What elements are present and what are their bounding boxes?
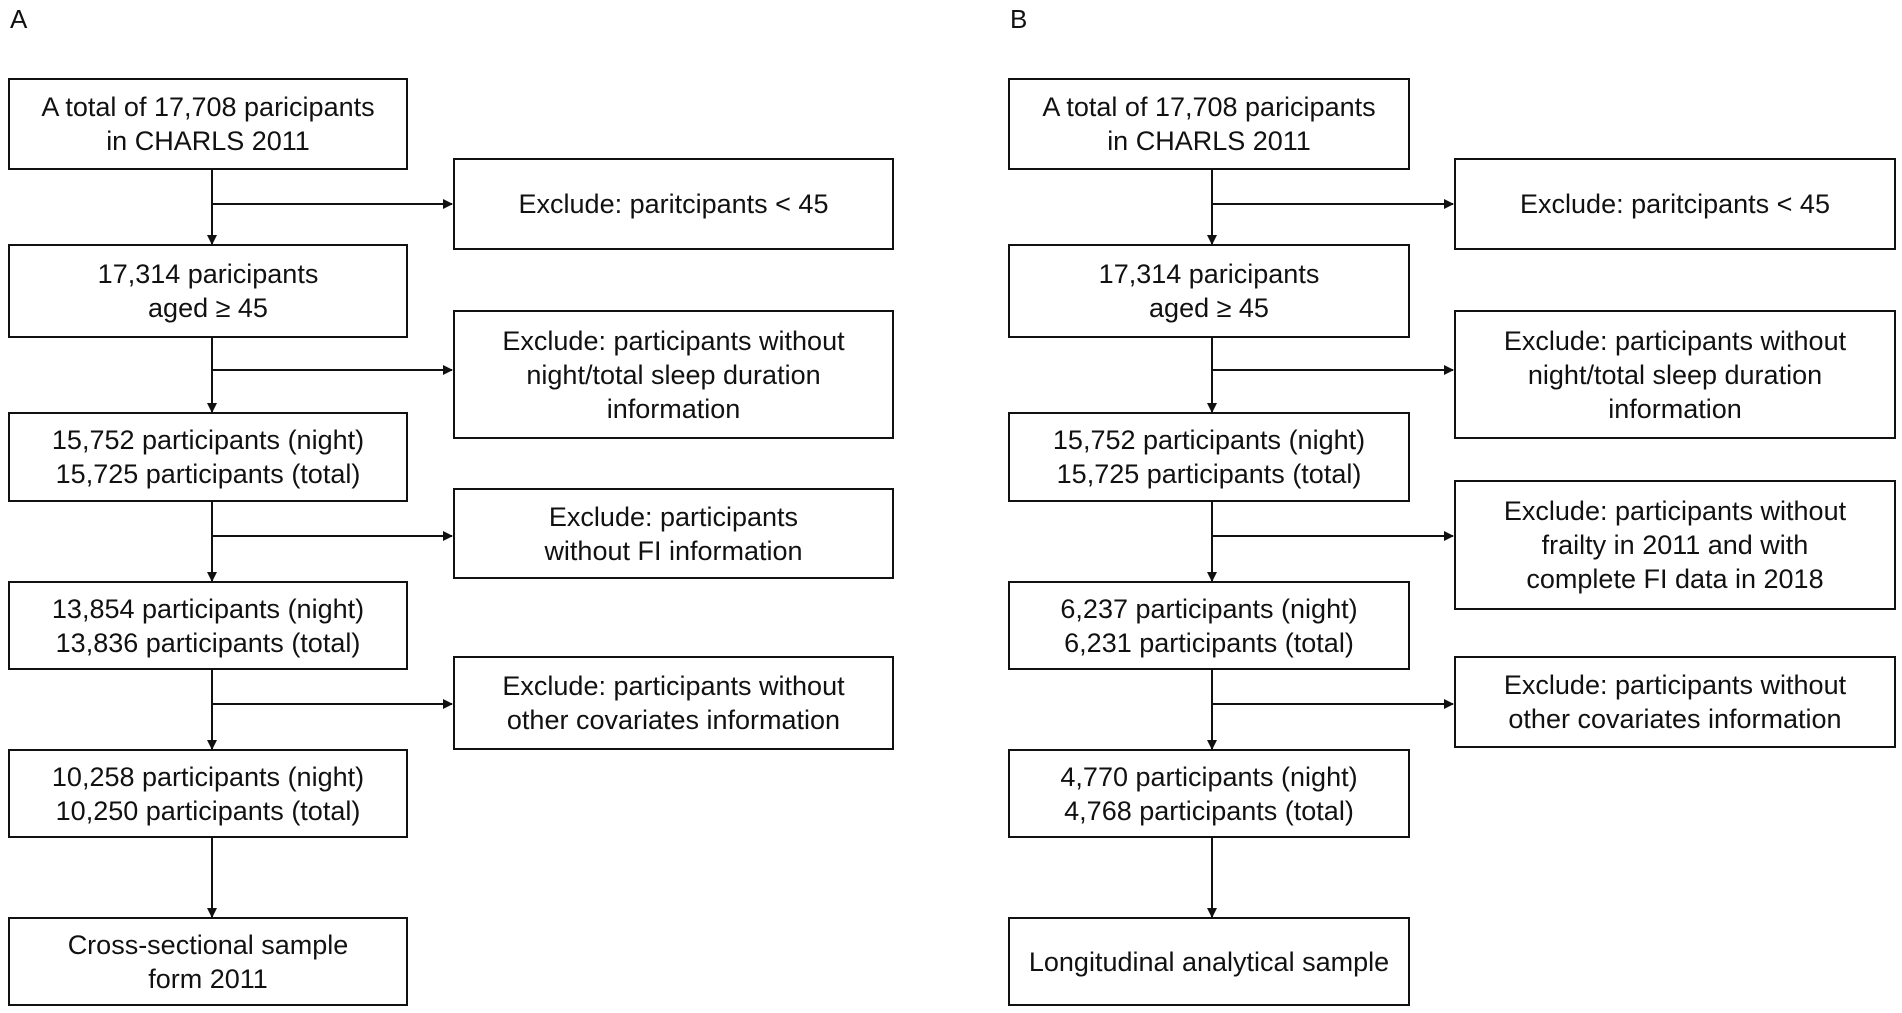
a-box-total: A total of 17,708 paricipants in CHARLS …	[8, 78, 408, 170]
b-box-longitudinal: Longitudinal analytical sample	[1008, 917, 1410, 1006]
a-exclude-fi: Exclude: participants without FI informa…	[453, 488, 894, 579]
b-box-sleep: 15,752 participants (night) 15,725 parti…	[1008, 412, 1410, 502]
a-exclude-sleep: Exclude: participants without night/tota…	[453, 310, 894, 439]
b-exclude-sleep: Exclude: participants without night/tota…	[1454, 310, 1896, 439]
b-exclude-frailty: Exclude: participants without frailty in…	[1454, 480, 1896, 610]
b-box-frailty: 6,237 participants (night) 6,231 partici…	[1008, 581, 1410, 670]
b-box-covariates: 4,770 participants (night) 4,768 partici…	[1008, 749, 1410, 838]
a-box-covariates: 10,258 participants (night) 10,250 parti…	[8, 749, 408, 838]
a-box-fi: 13,854 participants (night) 13,836 parti…	[8, 581, 408, 670]
a-box-sleep: 15,752 participants (night) 15,725 parti…	[8, 412, 408, 502]
b-box-total: A total of 17,708 paricipants in CHARLS …	[1008, 78, 1410, 170]
panel-b-label: B	[1010, 4, 1028, 34]
b-exclude-age: Exclude: paritcipants < 45	[1454, 158, 1896, 250]
a-box-aged-45: 17,314 paricipants aged ≥ 45	[8, 244, 408, 338]
panel-a-label: A	[10, 4, 28, 34]
b-exclude-covariates: Exclude: participants without other cova…	[1454, 656, 1896, 748]
a-box-cross-sectional: Cross-sectional sample form 2011	[8, 917, 408, 1006]
b-box-aged-45: 17,314 paricipants aged ≥ 45	[1008, 244, 1410, 338]
a-exclude-covariates: Exclude: participants without other cova…	[453, 656, 894, 750]
a-exclude-age: Exclude: paritcipants < 45	[453, 158, 894, 250]
